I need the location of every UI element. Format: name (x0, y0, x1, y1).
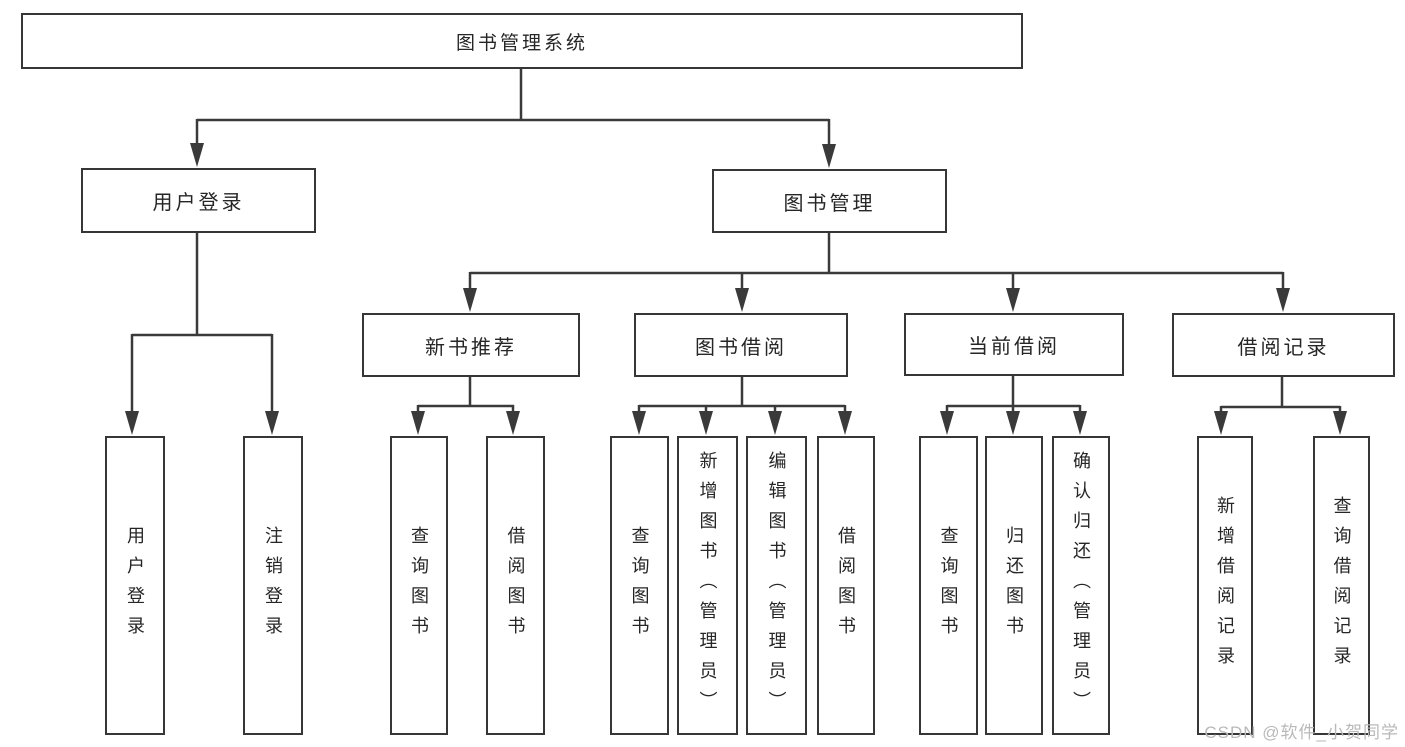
leaf-label: 编辑图书（管理员） (766, 450, 787, 721)
leaf-label: 归还图书 (1004, 525, 1024, 646)
leaf-query-borrow-record: 查询借阅记录 (1313, 436, 1370, 735)
arrowhead (632, 411, 646, 435)
arrowhead (838, 411, 852, 435)
leaf-query-books-borrow: 查询图书 (610, 436, 669, 735)
leaf-label: 确认归还（管理员） (1071, 450, 1091, 721)
arrowhead (190, 143, 204, 167)
leaf-user-login: 用户登录 (105, 436, 165, 735)
arrowhead (1006, 411, 1020, 435)
leaf-label: 查询借阅记录 (1331, 495, 1352, 676)
arrowhead (1276, 288, 1290, 312)
arrowhead (411, 411, 425, 435)
leaf-borrow-books: 借阅图书 (817, 436, 875, 735)
leaf-label: 借阅图书 (836, 525, 856, 646)
node-library-management-system: 图书管理系统 (21, 13, 1023, 69)
arrowhead (768, 411, 782, 435)
arrowhead (735, 288, 749, 312)
leaf-edit-books-admin: 编辑图书（管理员） (746, 436, 807, 735)
node-new-book-recommendation: 新书推荐 (362, 313, 580, 377)
leaf-label: 用户登录 (125, 525, 145, 646)
leaf-add-borrow-record: 新增借阅记录 (1197, 436, 1253, 735)
leaf-add-books-admin: 新增图书（管理员） (677, 436, 738, 735)
node-user-login: 用户登录 (81, 168, 316, 233)
arrowhead (265, 411, 279, 435)
watermark: CSDN @软件_小贺同学 (1204, 723, 1399, 742)
leaf-borrow-books-recommend: 借阅图书 (486, 436, 545, 735)
arrowhead (1073, 411, 1087, 435)
leaf-query-books-recommend: 查询图书 (390, 436, 448, 735)
arrowhead (506, 411, 520, 435)
arrowhead (1006, 288, 1020, 312)
leaf-label: 新增图书（管理员） (697, 450, 718, 721)
leaf-label: 查询图书 (938, 525, 959, 646)
leaf-label: 新增借阅记录 (1215, 495, 1235, 676)
leaf-confirm-return-admin: 确认归还（管理员） (1052, 436, 1110, 735)
leaf-label: 借阅图书 (505, 525, 526, 646)
arrowhead (699, 411, 713, 435)
arrowhead (822, 144, 836, 168)
node-borrowing-records: 借阅记录 (1172, 313, 1395, 377)
node-book-borrowing: 图书借阅 (634, 313, 848, 377)
leaf-logout: 注销登录 (243, 436, 303, 735)
arrowhead (1333, 411, 1347, 435)
arrowhead (1214, 411, 1228, 435)
leaf-return-books: 归还图书 (985, 436, 1043, 735)
arrowhead (125, 411, 139, 435)
arrowhead (940, 411, 954, 435)
leaf-label: 查询图书 (409, 525, 429, 646)
leaf-label: 查询图书 (629, 525, 650, 646)
node-current-borrowing: 当前借阅 (904, 313, 1124, 376)
node-book-management: 图书管理 (712, 169, 947, 233)
arrowhead (463, 288, 477, 312)
leaf-label: 注销登录 (263, 525, 283, 646)
leaf-query-books-current: 查询图书 (919, 436, 978, 735)
